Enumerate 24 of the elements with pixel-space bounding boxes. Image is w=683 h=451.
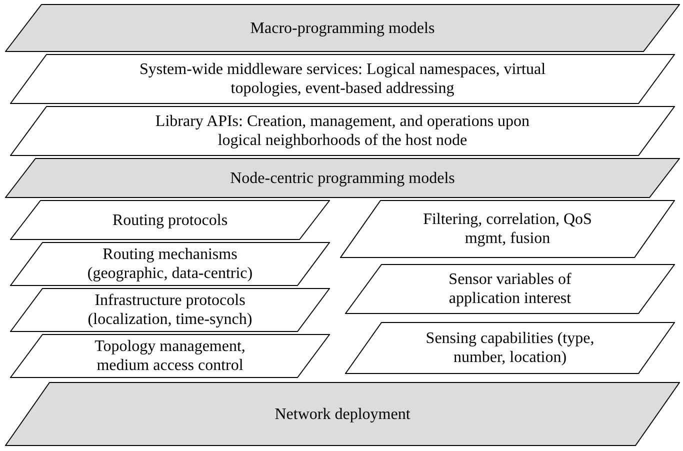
layer-label: Library APIs: Creation, management, and operations upon logical neighborhoods of the host node: [154, 112, 531, 150]
layer-parallelogram: [5, 4, 680, 52]
layer-label: Filtering, correlation, QoS mgmt, fusion: [422, 210, 593, 248]
layer-label: Sensing capabilities (type, number, location): [424, 329, 596, 367]
layer-label: Topology management, medium access control: [94, 337, 246, 375]
layer-parallelogram: [340, 200, 675, 258]
layer-parallelogram: [10, 200, 330, 240]
layer-parallelogram: [10, 288, 330, 332]
layer-parallelogram: [345, 322, 675, 374]
layer-parallelogram: [5, 158, 680, 198]
layer-parallelogram: [10, 242, 330, 286]
layer-label: Routing mechanisms (geographic, data-centric): [86, 245, 254, 283]
layer-label: Network deployment: [274, 405, 412, 424]
layer-label: System-wide middleware services: Logical namespaces, virtual topologies, event-based addressing: [138, 60, 547, 98]
layer-label: Infrastructure protocols (localization, time-synch): [86, 291, 254, 329]
layer-label: Routing protocols: [111, 211, 229, 230]
layer-label: Node-centric programming models: [229, 169, 456, 188]
layer-parallelogram: [10, 334, 330, 378]
layer-label: Sensor variables of application interest: [448, 270, 572, 308]
layer-parallelogram: [10, 54, 675, 104]
layer-label: Macro-programming models: [249, 19, 436, 38]
layer-parallelogram: [5, 382, 680, 446]
layer-parallelogram: [345, 264, 675, 314]
layer-parallelogram: [10, 106, 675, 156]
